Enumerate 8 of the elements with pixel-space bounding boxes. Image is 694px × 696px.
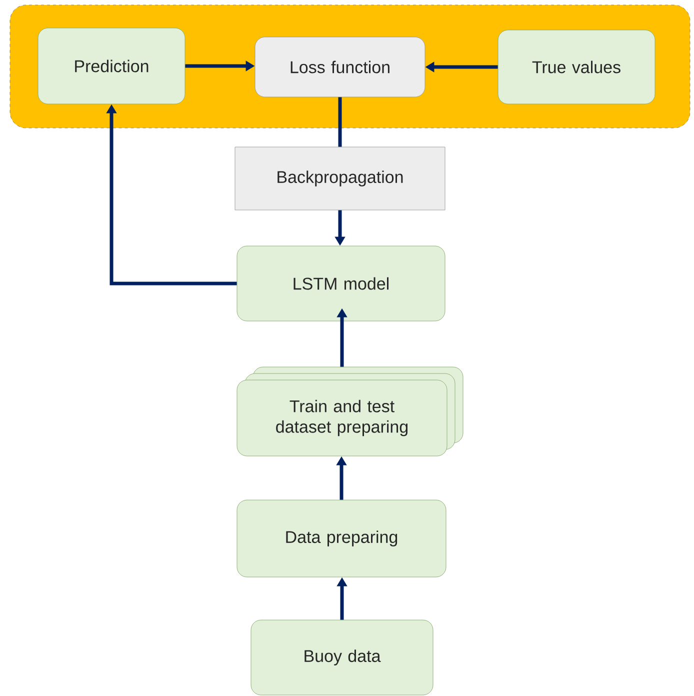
- process-box: Data preparing: [236, 500, 446, 578]
- process-box: Buoy data: [250, 620, 434, 696]
- process-box: Backpropagation: [234, 146, 446, 210]
- process-box: LSTM model: [236, 246, 446, 322]
- process-box: Prediction: [38, 28, 186, 104]
- process-box: True values: [498, 30, 656, 104]
- stacked-process-box: Train and test dataset preparing: [236, 366, 464, 456]
- process-box: Loss function: [254, 36, 426, 98]
